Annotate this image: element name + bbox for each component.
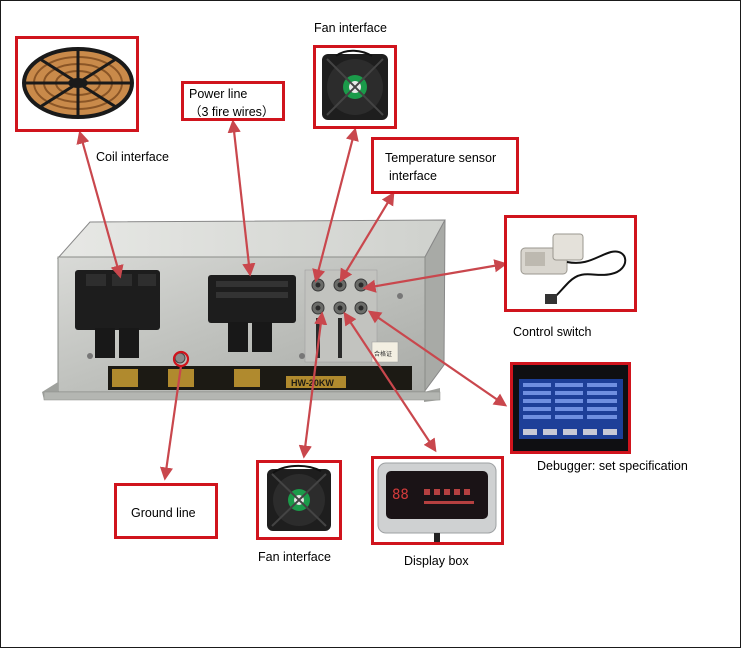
temperature-sensor-sublabel: interface [389, 169, 437, 183]
temperature-sensor-frame: Temperature sensor interface [371, 137, 519, 194]
fan-icon [267, 465, 331, 531]
arrow-debugger [367, 310, 508, 407]
display-box-frame: 88 [371, 456, 504, 545]
coil-interface-frame [15, 36, 139, 132]
ground-line-frame: Ground line [114, 483, 218, 539]
fan-icon [322, 49, 388, 120]
fan-interface-top-label: Fan interface [314, 21, 387, 35]
display-box-icon: 88 [377, 462, 497, 542]
control-switch-frame [504, 215, 637, 312]
coil-interface-label: Coil interface [96, 150, 169, 164]
debugger-frame [510, 362, 631, 454]
arrow-control-switch [362, 259, 508, 293]
ground-highlight-circle [172, 350, 190, 368]
fan-interface-top-frame [313, 45, 397, 129]
power-line-label: Power line [189, 87, 248, 101]
debugger-screen-icon [513, 365, 628, 451]
control-switch-icon [520, 233, 627, 304]
coil-icon [22, 47, 134, 119]
fan-interface-bottom-frame [256, 460, 342, 540]
display-box-label: Display box [404, 554, 469, 568]
arrow-display-box [343, 311, 437, 453]
arrow-temp-sensor [339, 191, 395, 283]
arrow-coil [76, 130, 124, 279]
power-line-sublabel: （3 fire wires） [189, 105, 275, 119]
debugger-label: Debugger: set specification [537, 459, 688, 473]
control-switch-label: Control switch [513, 325, 592, 339]
arrow-power-line [227, 119, 256, 277]
display-digits: 88 [392, 487, 409, 503]
arrow-ground-line [159, 365, 183, 481]
arrow-fan-bottom [298, 311, 328, 459]
temperature-sensor-label: Temperature sensor [385, 151, 497, 165]
power-line-frame: Power line （3 fire wires） [181, 81, 285, 121]
arrow-fan-top [312, 127, 359, 283]
ground-line-label: Ground line [131, 506, 196, 520]
fan-interface-bottom-label: Fan interface [258, 550, 331, 564]
